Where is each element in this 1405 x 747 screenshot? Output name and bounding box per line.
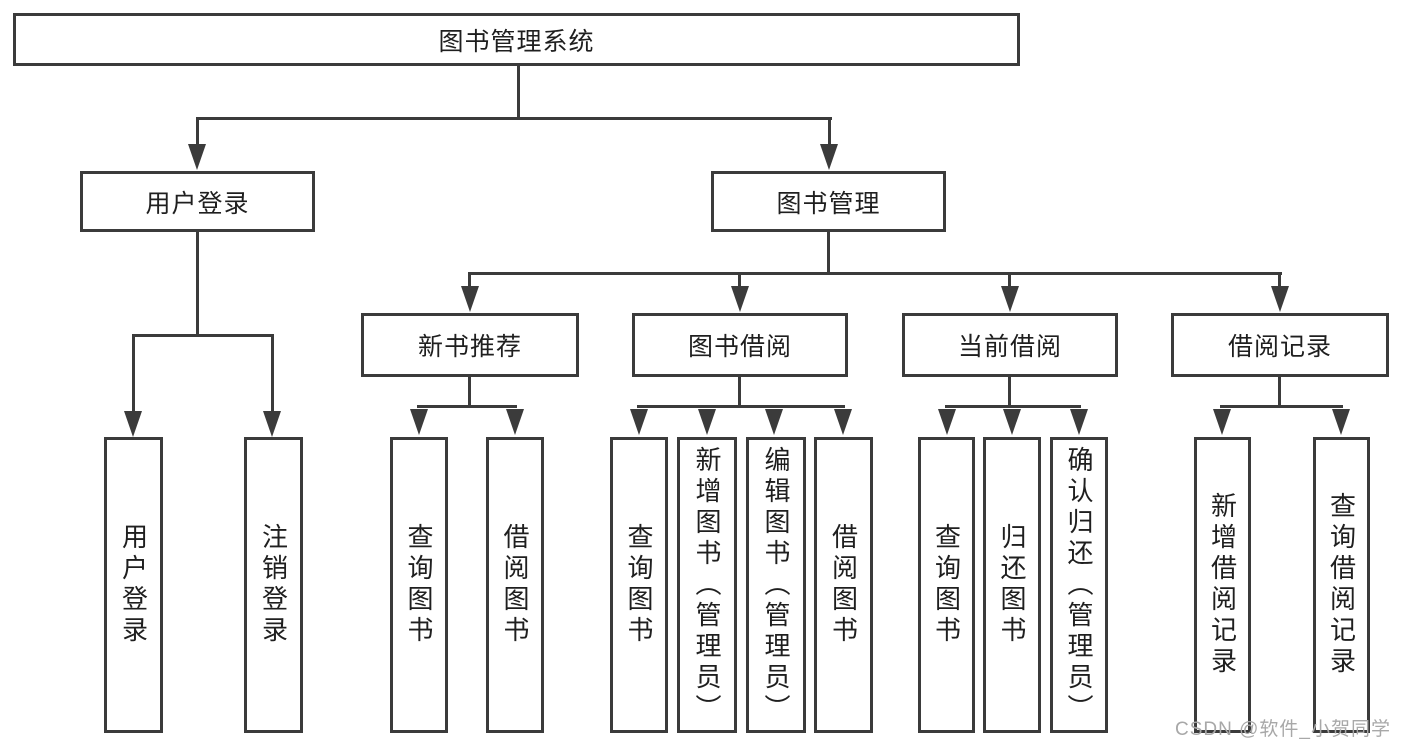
- leaf-edit-books-admin: 编辑图书（管理员）: [746, 437, 806, 733]
- arrow-down-icon: [1332, 409, 1350, 435]
- leaf-confirm-return-admin: 确认归还（管理员）: [1050, 437, 1108, 733]
- connector-line: [417, 405, 517, 408]
- arrow-down-icon: [461, 286, 479, 312]
- connector-line: [196, 232, 199, 336]
- connector-line: [1008, 377, 1011, 407]
- connector-line: [1278, 377, 1281, 407]
- arrow-down-icon: [765, 409, 783, 435]
- leaf-label: 借阅图书: [500, 523, 530, 647]
- leaf-label: 编辑图书（管理员）: [761, 445, 791, 725]
- connector-line: [738, 377, 741, 407]
- node-label: 图书借阅: [687, 333, 792, 361]
- leaf-borrow-books: 借阅图书: [486, 437, 544, 733]
- node-label: 当前借阅: [957, 333, 1062, 361]
- leaf-query-books: 查询图书: [610, 437, 668, 733]
- node-book-borrowing: 图书借阅: [632, 313, 848, 377]
- leaf-label: 查询图书: [931, 523, 962, 647]
- node-label: 图书管理: [776, 189, 881, 218]
- arrow-down-icon: [731, 286, 749, 312]
- node-current-borrowing: 当前借阅: [902, 313, 1118, 377]
- arrow-down-icon: [698, 409, 716, 435]
- leaf-label: 借阅图书: [828, 523, 859, 647]
- arrow-down-icon: [410, 409, 428, 435]
- watermark: CSDN @软件_小贺同学: [1175, 719, 1391, 740]
- arrow-down-icon: [1001, 286, 1019, 312]
- arrow-down-icon: [263, 411, 281, 437]
- node-library-management-system: 图书管理系统: [13, 13, 1020, 66]
- connector-line: [196, 117, 199, 147]
- arrow-down-icon: [1070, 409, 1088, 435]
- leaf-label: 查询图书: [404, 523, 434, 647]
- node-label: 图书管理系统: [438, 27, 595, 56]
- connector-line: [468, 272, 471, 290]
- node-user-login: 用户登录: [80, 171, 315, 232]
- node-label: 新书推荐: [417, 333, 522, 361]
- leaf-logout: 注销登录: [244, 437, 303, 733]
- connector-line: [468, 377, 471, 407]
- connector-line: [196, 117, 832, 120]
- connector-line: [738, 272, 741, 290]
- arrow-down-icon: [938, 409, 956, 435]
- leaf-label: 注销登录: [258, 523, 289, 647]
- node-label: 借阅记录: [1227, 333, 1332, 361]
- arrow-down-icon: [506, 409, 524, 435]
- leaf-query-books: 查询图书: [390, 437, 448, 733]
- connector-line: [132, 334, 135, 412]
- arrow-down-icon: [1003, 409, 1021, 435]
- connector-line: [1220, 405, 1343, 408]
- leaf-add-books-admin: 新增图书（管理员）: [677, 437, 737, 733]
- connector-line: [271, 334, 274, 412]
- connector-line: [1008, 272, 1011, 290]
- leaf-return-books: 归还图书: [983, 437, 1041, 733]
- leaf-add-borrow-record: 新增借阅记录: [1194, 437, 1251, 733]
- leaf-label: 新增图书（管理员）: [692, 445, 722, 725]
- leaf-label: 确认归还（管理员）: [1064, 445, 1094, 725]
- leaf-label: 查询图书: [624, 523, 654, 647]
- connector-line: [637, 405, 845, 408]
- connector-line: [828, 117, 831, 147]
- arrow-down-icon: [188, 144, 206, 170]
- arrow-down-icon: [1213, 409, 1231, 435]
- node-new-book-recommendation: 新书推荐: [361, 313, 579, 377]
- leaf-label: 归还图书: [997, 523, 1027, 647]
- leaf-label: 用户登录: [118, 523, 149, 647]
- leaf-label: 新增借阅记录: [1207, 492, 1238, 678]
- arrow-down-icon: [630, 409, 648, 435]
- arrow-down-icon: [834, 409, 852, 435]
- leaf-label: 查询借阅记录: [1326, 492, 1357, 678]
- connector-line: [1278, 272, 1281, 290]
- connector-line: [945, 405, 1081, 408]
- arrow-down-icon: [820, 144, 838, 170]
- arrow-down-icon: [1271, 286, 1289, 312]
- connector-line: [517, 66, 520, 119]
- arrow-down-icon: [124, 411, 142, 437]
- leaf-borrow-books: 借阅图书: [814, 437, 873, 733]
- node-book-management: 图书管理: [711, 171, 946, 232]
- leaf-user-login: 用户登录: [104, 437, 163, 733]
- leaf-query-borrow-record: 查询借阅记录: [1313, 437, 1370, 733]
- connector-line: [827, 232, 830, 274]
- node-borrowing-records: 借阅记录: [1171, 313, 1389, 377]
- connector-line: [132, 334, 274, 337]
- connector-line: [468, 272, 1282, 275]
- node-label: 用户登录: [145, 189, 250, 218]
- leaf-query-books: 查询图书: [918, 437, 975, 733]
